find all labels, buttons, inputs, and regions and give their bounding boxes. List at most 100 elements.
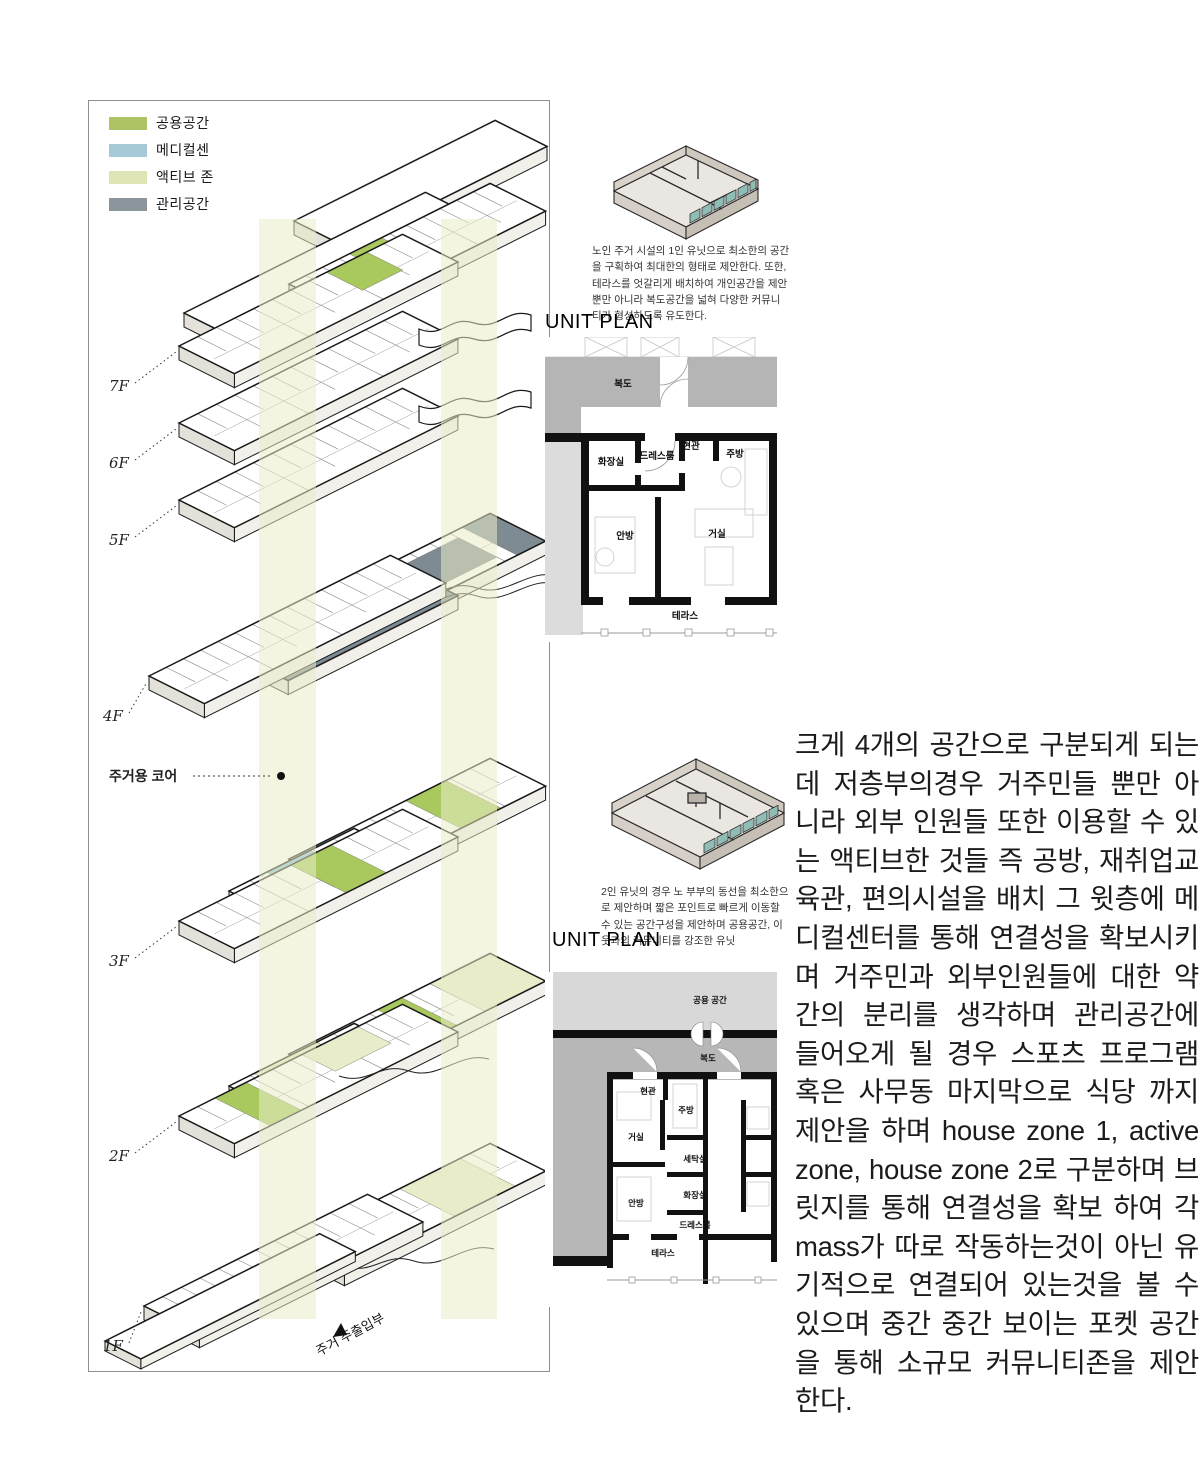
unit2-interior-walls [645, 780, 749, 841]
room-label-corridor: 복도 [614, 379, 632, 390]
axon-detail-line [197, 490, 227, 506]
legend-item-medical: 메디컬센 [109, 140, 214, 160]
axon-detail-line [321, 589, 366, 613]
axon-plate-top [105, 1233, 356, 1359]
unit2-description: 2인 유닛의 경우 노 부부의 동선을 최소한으로 제안하며 짧은 포인트로 빠… [601, 886, 789, 947]
axon-plate-outline [292, 119, 549, 248]
axon-detail-line [213, 405, 429, 514]
unit2-windows [703, 804, 779, 854]
floor-leader-lines [128, 351, 273, 1344]
exploded-axon-panel: 7F 6F 5F 4F 3F 2F 1F 주거용 코어 주거 주출입부 공용공간 [88, 100, 550, 1372]
axon-detail-line [216, 327, 261, 350]
room-label-living: 거실 [708, 528, 726, 540]
door-arc [659, 378, 689, 408]
axon-plate-top [294, 120, 547, 247]
legend-swatch-admin [109, 197, 147, 211]
room-label-living: 거실 [628, 1132, 644, 1142]
unit2-isometric-model [610, 758, 786, 870]
terrace-columns [600, 628, 774, 637]
legend-item-public: 공용공간 [109, 113, 214, 133]
unit2-floor-plan: 공용 공간 복도 현관 주방 거실 세탁실 안방 화장실 드레스룸 테라스 [545, 972, 790, 1307]
axon-detail-line [346, 415, 376, 431]
axon-detail-line [197, 911, 227, 927]
unit1-windows [689, 178, 757, 224]
unit2-plan-title: UNIT PLAN [552, 929, 661, 951]
axon-detail-line [197, 413, 227, 429]
legend-swatch-medical [109, 143, 147, 157]
axon-detail-line [346, 836, 376, 852]
core-label: 주거용 코어 [109, 768, 177, 784]
double-door [710, 1021, 724, 1047]
axon-detail-line [473, 191, 503, 207]
axon-detail-line [365, 1022, 410, 1046]
axon-detail-line [456, 199, 502, 223]
furniture [594, 448, 768, 586]
door-arc [659, 356, 689, 386]
room-label-dressroom: 드레스룸 [679, 1220, 710, 1230]
axon-detail-line [216, 481, 261, 504]
axon-detail-line [234, 317, 264, 333]
room-label-terrace: 테라스 [672, 610, 698, 622]
entrance-door-arc [644, 440, 676, 472]
core-callout-dot [277, 772, 285, 780]
axon-detail-line [348, 1203, 378, 1219]
door-arc [716, 1047, 742, 1073]
floor-label-2f: 2F [108, 1147, 130, 1165]
entrance-arrow-icon [333, 1323, 347, 1337]
axon-detail-line [197, 1106, 227, 1122]
project-description: 크게 4개의 공간으로 구분되게 되는데 저층부의경우 거주민들 뿐만 아니라 … [795, 729, 1199, 1417]
furniture [616, 1083, 770, 1222]
entrance-label: 주거 주출입부 [313, 1310, 387, 1359]
axon-detail-line [183, 658, 228, 682]
axon-detail-line [197, 336, 227, 352]
floor-label-3f: 3F [109, 952, 130, 970]
axon-detail-line [383, 397, 413, 413]
room-label-kitchen: 주방 [678, 1105, 694, 1115]
axon-detail-line [166, 667, 196, 683]
axon-detail-line [327, 348, 384, 377]
axon-detail-line [346, 338, 376, 354]
axon-plate-outline [103, 1232, 357, 1360]
room-label-bathroom: 화장실 [683, 1190, 707, 1200]
unit1-isometric-model [612, 145, 760, 240]
floor-label-7f: 7F [109, 377, 130, 395]
legend-label: 메디컬센 [156, 142, 210, 158]
room-label-public: 공용 공간 [693, 995, 727, 1005]
axon-detail-line [383, 1013, 413, 1029]
unit-walls [581, 433, 777, 605]
axon-detail-line [330, 1212, 375, 1236]
axon-detail-line [365, 406, 410, 430]
legend-item-active: 액티브 존 [109, 167, 214, 187]
axon-detail-line [234, 471, 264, 487]
room-label-dressroom: 드레스룸 [640, 450, 675, 462]
floor-label-5f: 5F [109, 531, 130, 549]
legend-swatch-active [109, 170, 147, 184]
axon-detail-line [355, 572, 412, 601]
public-zone [553, 972, 777, 1030]
legend-label: 관리공간 [156, 196, 210, 212]
double-door [690, 1021, 704, 1047]
axon-detail-line [327, 425, 384, 454]
room-label-kitchen: 주방 [726, 448, 744, 460]
axon-detail-line [216, 902, 261, 925]
axon-detail-line [216, 404, 261, 427]
axon-detail-line [383, 320, 413, 336]
legend-label: 액티브 존 [156, 169, 214, 185]
room-labels: 복도 화장실 드레스룸 현관 주방 안방 거실 테라스 [598, 379, 744, 622]
unit1-floor-plan: 복도 화장실 드레스룸 현관 주방 안방 거실 테라스 [545, 337, 790, 642]
axon-detail-line [372, 563, 403, 579]
axon-active-band [441, 219, 497, 1319]
axon-detail-line [200, 649, 230, 665]
terrace-columns [628, 1276, 762, 1284]
floor-label-6f: 6F [109, 454, 130, 472]
axon-detail-line [389, 1193, 419, 1209]
door-arc [632, 1047, 658, 1073]
legend-label: 공용공간 [156, 115, 210, 131]
axon-detail-line [383, 818, 413, 834]
axon-detail-line [365, 827, 410, 851]
unit1-plan-title: UNIT PLAN [545, 311, 654, 333]
axon-detail-line [383, 243, 413, 259]
axon-detail-line [365, 329, 410, 353]
axon-detail-line [338, 580, 368, 596]
